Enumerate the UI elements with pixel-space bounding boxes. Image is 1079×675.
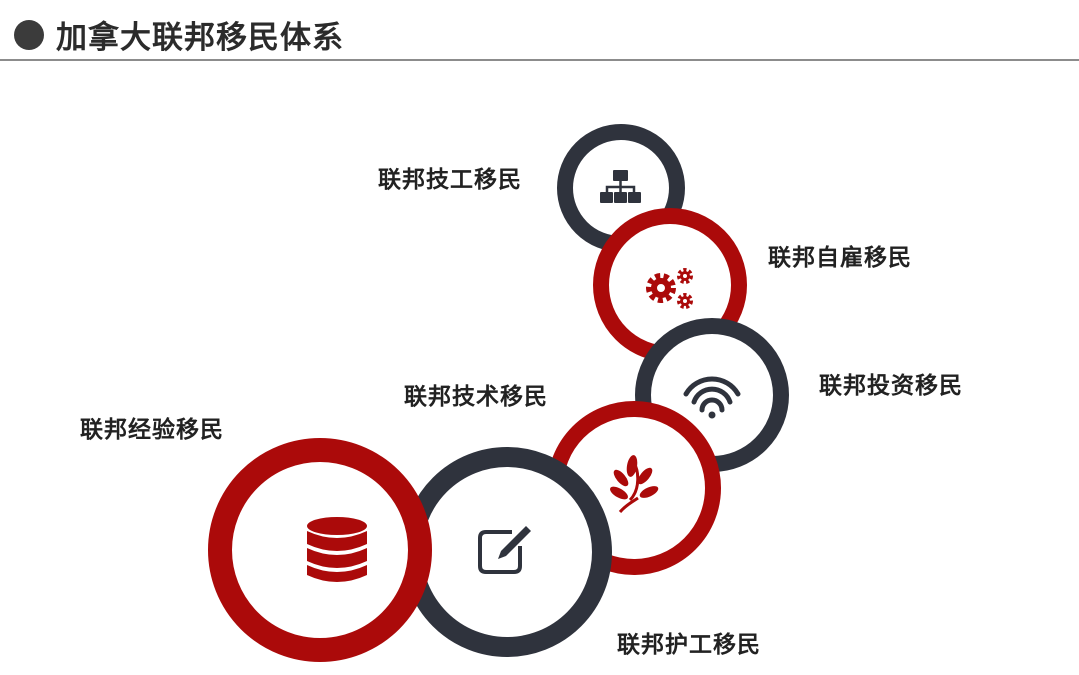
label-skilled-worker: 联邦技工移民 [378,167,522,193]
page-title: 加拿大联邦移民体系 [56,20,344,56]
header-divider [0,59,1079,61]
ring-experience [208,438,432,662]
org-chart-icon [600,170,641,203]
wifi-icon [683,376,741,419]
edit-pencil-icon [478,526,531,574]
label-self-employed: 联邦自雇移民 [768,245,912,271]
label-investor: 联邦投资移民 [819,373,963,399]
label-caregiver: 联邦护工移民 [617,632,761,658]
label-skilled-trades: 联邦技术移民 [404,384,548,410]
header: 加拿大联邦移民体系 [0,0,1079,62]
database-icon [307,517,367,582]
leaf-branch-icon [610,455,659,513]
label-experience-class: 联邦经验移民 [80,417,224,443]
bullet-dot [14,20,44,50]
gears-icon [646,268,693,309]
